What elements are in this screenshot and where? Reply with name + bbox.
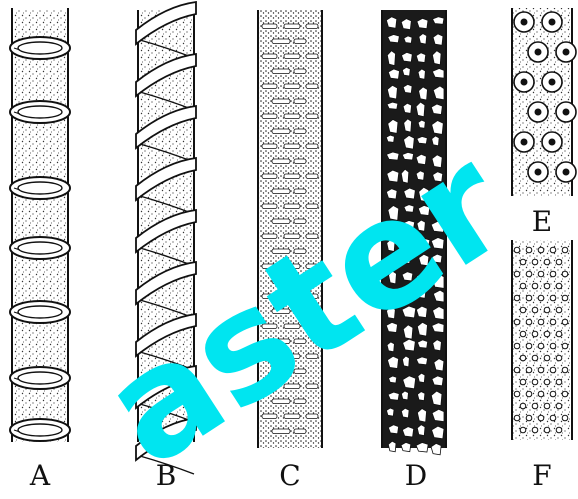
annular-ring bbox=[10, 301, 70, 323]
panel-b-spiral-vessel bbox=[136, 2, 196, 474]
panel-a-annular-vessel bbox=[10, 8, 70, 442]
annular-ring bbox=[10, 101, 70, 123]
panel-label-b: B bbox=[146, 462, 186, 490]
annular-ring bbox=[10, 37, 70, 59]
annular-ring bbox=[10, 419, 70, 441]
panel-label-c: C bbox=[270, 462, 310, 490]
panel-label-d: D bbox=[396, 462, 436, 490]
panel-label-a: A bbox=[20, 462, 60, 490]
panel-f-simple-pit-vessel bbox=[512, 240, 572, 440]
panel-d-reticulate-vessel bbox=[382, 10, 446, 455]
panel-label-e: E bbox=[522, 208, 562, 236]
annular-ring bbox=[10, 177, 70, 199]
panel-label-f: F bbox=[522, 462, 562, 490]
panel-e-bordered-pit-vessel bbox=[512, 8, 576, 196]
panel-c-scalariform-vessel bbox=[258, 10, 322, 448]
annular-ring bbox=[10, 237, 70, 259]
annular-ring bbox=[10, 367, 70, 389]
